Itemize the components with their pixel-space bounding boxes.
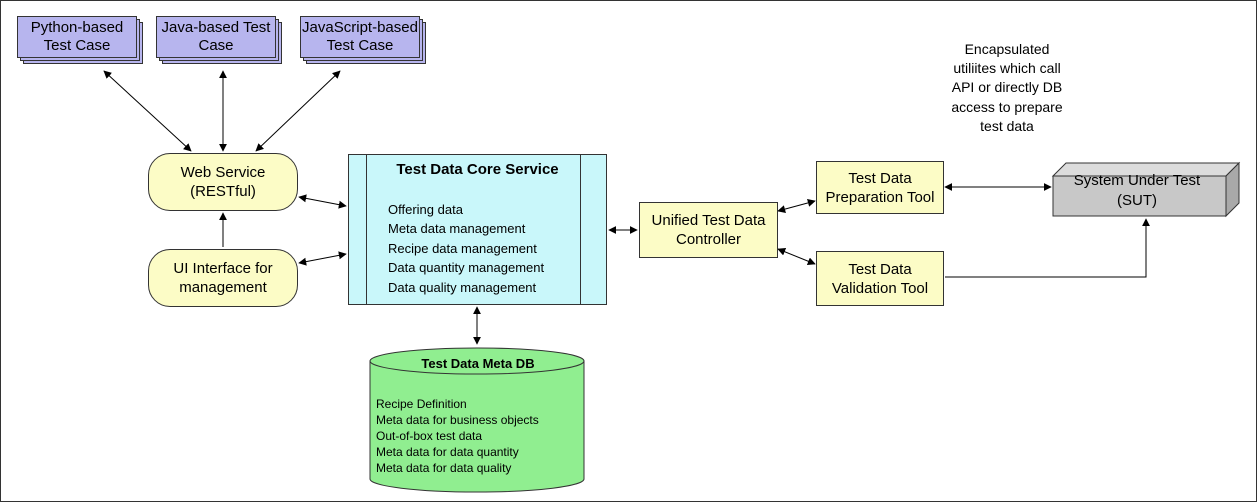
connector-python-webservice	[103, 70, 192, 152]
core-service-list: Offering data Meta data management Recip…	[388, 200, 544, 297]
python-test-case-label: Python-based Test Case	[17, 16, 137, 58]
annotation-text: Encapsulated utiliites which call API or…	[951, 41, 1063, 134]
connector-javascript-webservice	[255, 70, 341, 152]
validation-tool-label: Test Data Validation Tool	[831, 260, 929, 297]
meta-db-list: Recipe Definition Meta data for business…	[376, 396, 539, 476]
core-service-item: Offering data	[388, 202, 463, 217]
javascript-test-case-label: JavaScript-based Test Case	[300, 16, 420, 58]
connector-ui-core	[298, 251, 347, 266]
meta-db-item: Meta data for data quantity	[376, 445, 519, 459]
validation-tool-node: Test Data Validation Tool	[816, 251, 944, 306]
meta-db-item: Meta data for business objects	[376, 413, 539, 427]
preparation-tool-node: Test Data Preparation Tool	[816, 161, 944, 214]
meta-db-item: Out-of-box test data	[376, 429, 483, 443]
connector-webservice-core	[298, 194, 347, 209]
web-service-label: Web Service (RESTful)	[180, 164, 266, 200]
sut-label: System Under Test (SUT)	[1073, 172, 1201, 209]
ui-interface-node: UI Interface for management	[148, 249, 298, 307]
meta-db-title: Test Data Meta DB	[421, 356, 535, 371]
java-test-case-label: Java-based Test Case	[156, 16, 276, 58]
javascript-test-case: JavaScript-based Test Case	[300, 16, 426, 64]
ui-interface-label: UI Interface for management	[173, 260, 273, 296]
preparation-tool-label: Test Data Preparation Tool	[825, 169, 935, 206]
core-service-item: Meta data management	[388, 221, 526, 237]
core-service-item: Recipe data management	[388, 240, 537, 256]
core-service-title: Test Data Core Service	[396, 161, 559, 178]
connector-controller-validation	[777, 247, 816, 266]
meta-db-item: Meta data for data quality	[376, 461, 512, 475]
connector-validation-sut	[945, 218, 1150, 278]
web-service-node: Web Service (RESTful)	[148, 153, 298, 211]
core-service-item: Data quantity management	[388, 260, 545, 276]
core-service-node: Test Data Core Service Offering data Met…	[348, 154, 607, 305]
controller-node: Unified Test Data Controller	[639, 202, 778, 258]
java-test-case: Java-based Test Case	[156, 16, 282, 64]
meta-db-item: Recipe Definition	[376, 397, 467, 411]
python-test-case: Python-based Test Case	[17, 16, 143, 64]
connector-controller-prep	[777, 199, 816, 213]
core-service-item: Data quality management	[388, 279, 537, 295]
controller-label: Unified Test Data Controller	[651, 212, 766, 248]
